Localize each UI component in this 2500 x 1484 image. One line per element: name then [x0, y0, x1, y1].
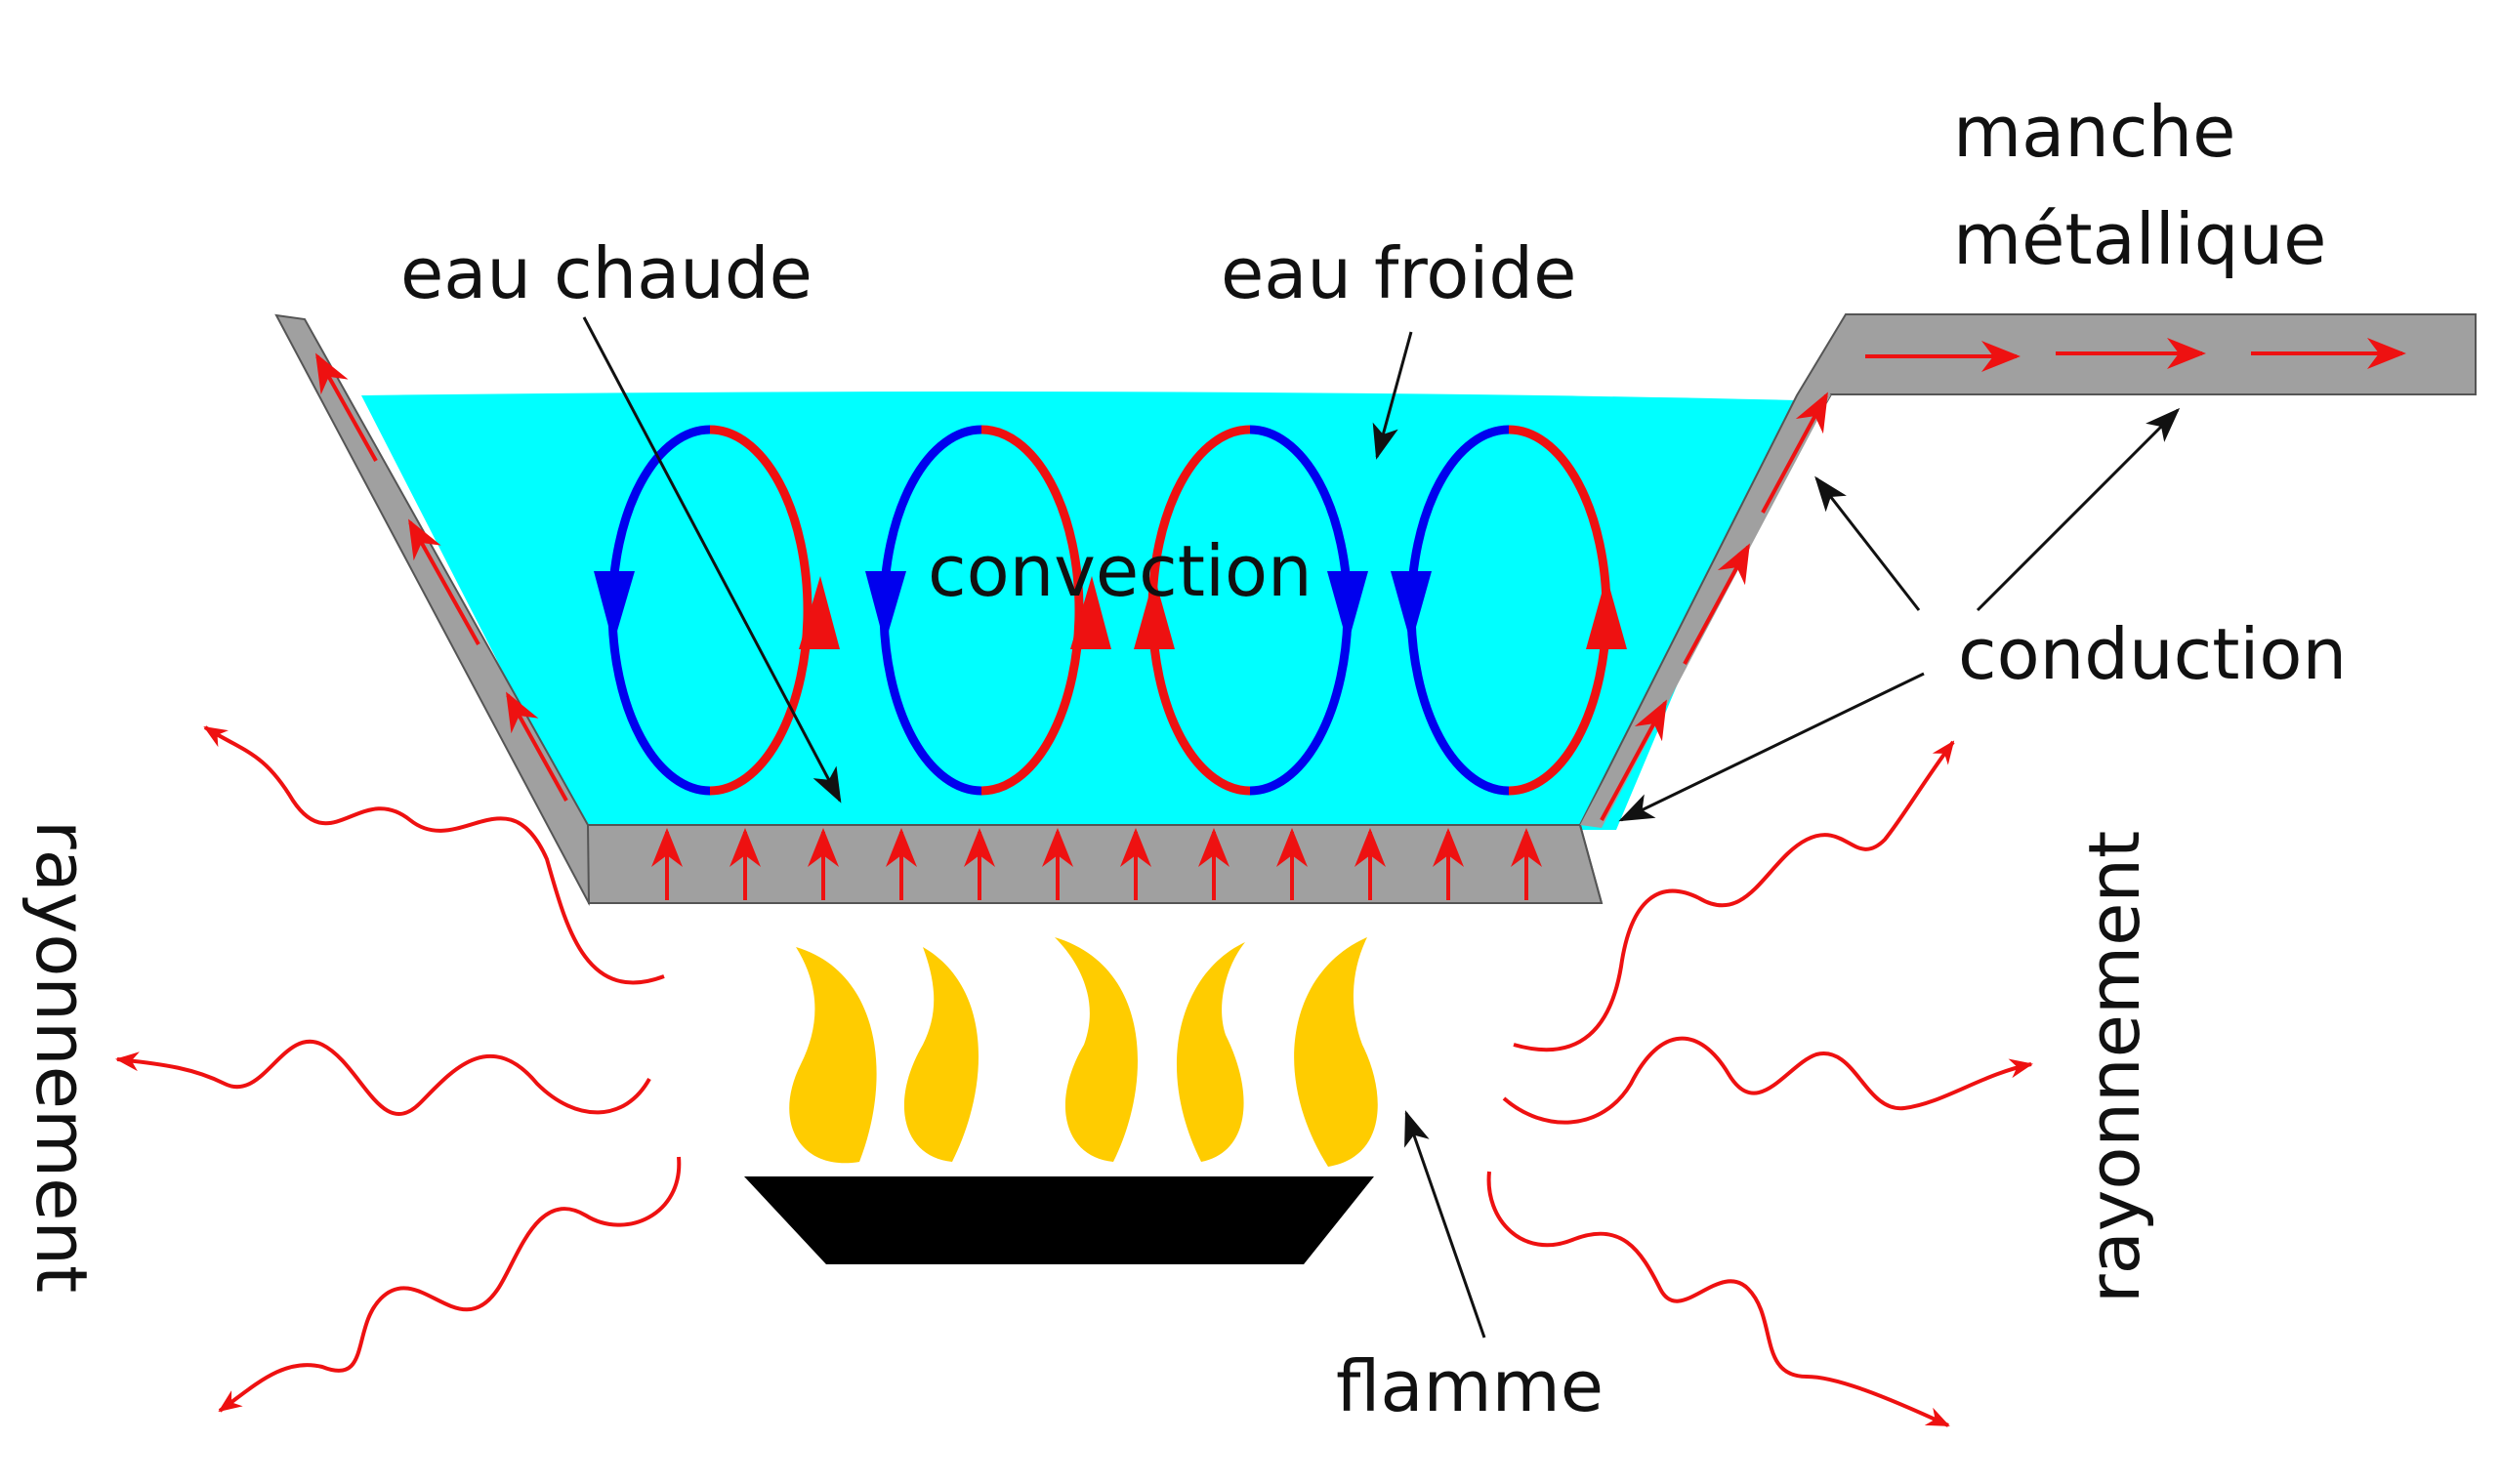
- label-handle-line1: manche: [1953, 91, 2235, 173]
- circular-arrow-icon: [799, 576, 840, 649]
- wavy-arrow-icon: [218, 1156, 682, 1413]
- burner-icon: [744, 1176, 1374, 1264]
- label-convection: convection: [928, 530, 1312, 612]
- radiation-arrows-left: [115, 725, 682, 1413]
- circular-arrow-icon: [1134, 576, 1175, 649]
- flame-icon: [903, 947, 979, 1162]
- wavy-arrow-icon: [1513, 740, 1955, 1052]
- conduction-arrows-handle: [1865, 338, 2406, 372]
- pointer-flame: [1404, 1110, 1486, 1339]
- circular-arrow-icon: [1586, 576, 1627, 649]
- pointer-cold-water: [1372, 331, 1413, 460]
- wavy-arrow-icon: [1486, 1171, 1950, 1427]
- label-flame: flamme: [1336, 1345, 1604, 1427]
- pointer-arrows: [582, 316, 2181, 1339]
- flame-icon: [1294, 937, 1378, 1167]
- label-hot-water: eau chaude: [400, 232, 812, 314]
- circular-arrow-icon: [1070, 576, 1111, 649]
- conduction-arrows-right-wall: [1600, 392, 1828, 821]
- label-radiation-right: rayonnement: [2073, 831, 2155, 1303]
- flame-icon: [1176, 942, 1245, 1162]
- flames: [789, 937, 1378, 1167]
- radiation-arrows-right: [1486, 740, 2033, 1427]
- pointer-conduction-wall: [1814, 475, 1921, 611]
- flame-icon: [789, 947, 877, 1164]
- wavy-arrow-icon: [203, 725, 665, 985]
- circular-arrow-icon: [594, 571, 635, 644]
- label-cold-water: eau froide: [1221, 232, 1576, 314]
- conduction-arrows-left-wall: [315, 352, 568, 802]
- pan-wall-right-and-handle: [1578, 313, 2477, 904]
- conduction-arrows-bottom: [651, 828, 1542, 900]
- circular-arrow-icon: [1391, 571, 1432, 644]
- pointer-conduction-bottom: [1618, 672, 1925, 822]
- circular-arrow-icon: [1327, 571, 1368, 644]
- pointer-conduction-handle: [1976, 407, 2181, 612]
- label-radiation-left: rayonnement: [21, 820, 103, 1293]
- pointer-hot-water: [582, 316, 842, 804]
- label-conduction: conduction: [1958, 613, 2347, 695]
- wavy-arrow-icon: [115, 1039, 651, 1116]
- convection-arrowheads: [594, 571, 1627, 649]
- circular-arrow-icon: [865, 571, 906, 644]
- label-handle-line2: métallique: [1953, 198, 2326, 280]
- wavy-arrow-icon: [1502, 1036, 2033, 1125]
- flame-icon: [1055, 937, 1138, 1162]
